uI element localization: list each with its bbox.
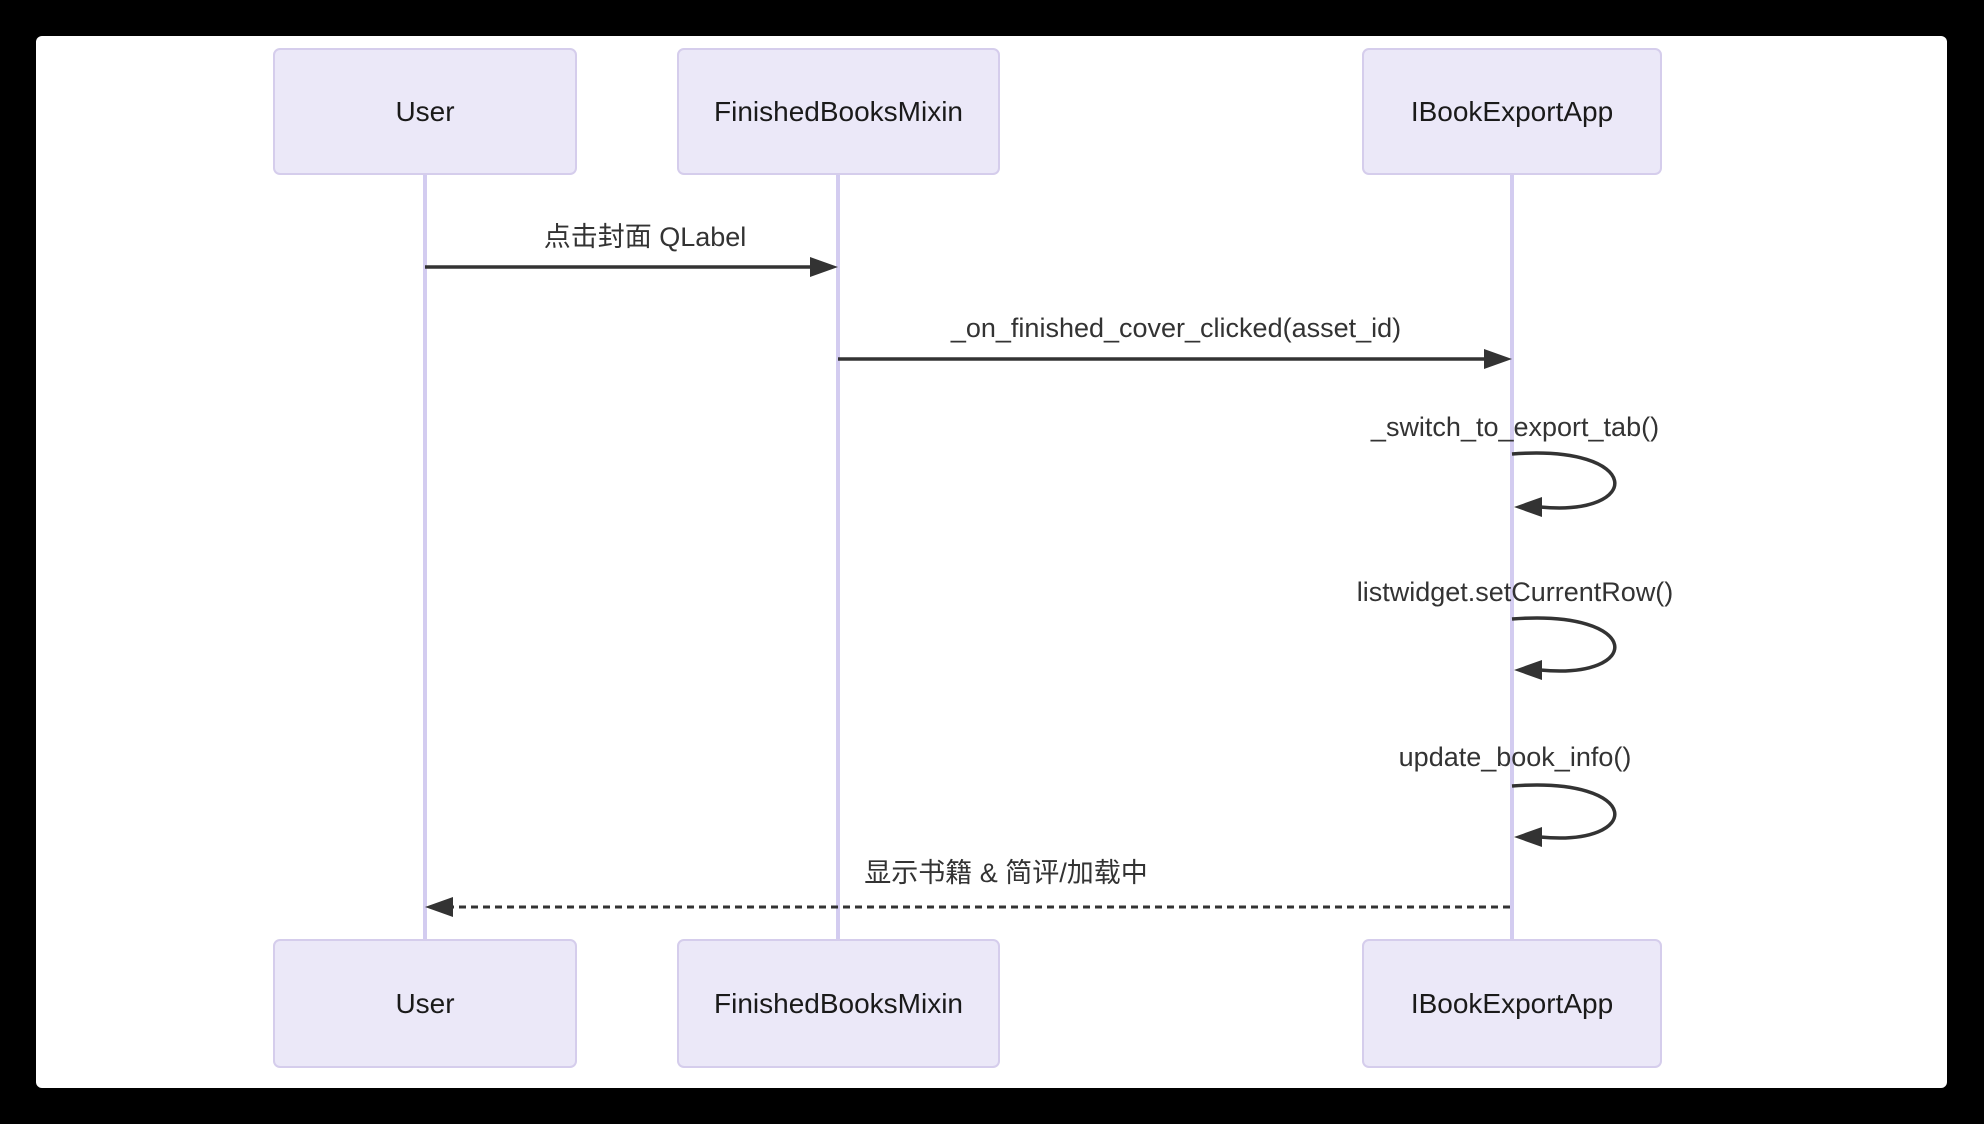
- actor-top-user: User: [273, 48, 577, 175]
- sequence-diagram-canvas: [36, 36, 1947, 1088]
- self-loop-1-label: _switch_to_export_tab(): [1370, 411, 1660, 442]
- message-1-label: 点击封面 QLabel: [543, 221, 747, 252]
- actor-top-finishedbooksmixin: FinishedBooksMixin: [677, 48, 1000, 175]
- lifeline-ibookexportapp: [1510, 175, 1514, 939]
- message-2-label: _on_finished_cover_clicked(asset_id): [950, 312, 1402, 343]
- actor-bottom-ibookexportapp-label: IBookExportApp: [1410, 987, 1614, 1019]
- actor-bottom-ibookexportapp: IBookExportApp: [1362, 939, 1662, 1068]
- actor-bottom-finishedbooksmixin-label: FinishedBooksMixin: [714, 987, 963, 1019]
- lifeline-finishedbooksmixin: [836, 175, 840, 939]
- actor-top-finishedbooksmixin-label: FinishedBooksMixin: [714, 95, 963, 127]
- lifeline-user: [423, 175, 427, 939]
- self-loop-3-label: update_book_info(): [1398, 741, 1632, 772]
- message-6-label: 显示书籍 & 简评/加载中: [864, 857, 1148, 888]
- actor-bottom-user-label: User: [395, 987, 455, 1019]
- actor-top-user-label: User: [395, 95, 455, 127]
- self-loop-2-label: listwidget.setCurrentRow(): [1356, 576, 1674, 607]
- actor-top-ibookexportapp-label: IBookExportApp: [1410, 95, 1614, 127]
- actor-bottom-finishedbooksmixin: FinishedBooksMixin: [677, 939, 1000, 1068]
- actor-top-ibookexportapp: IBookExportApp: [1362, 48, 1662, 175]
- actor-bottom-user: User: [273, 939, 577, 1068]
